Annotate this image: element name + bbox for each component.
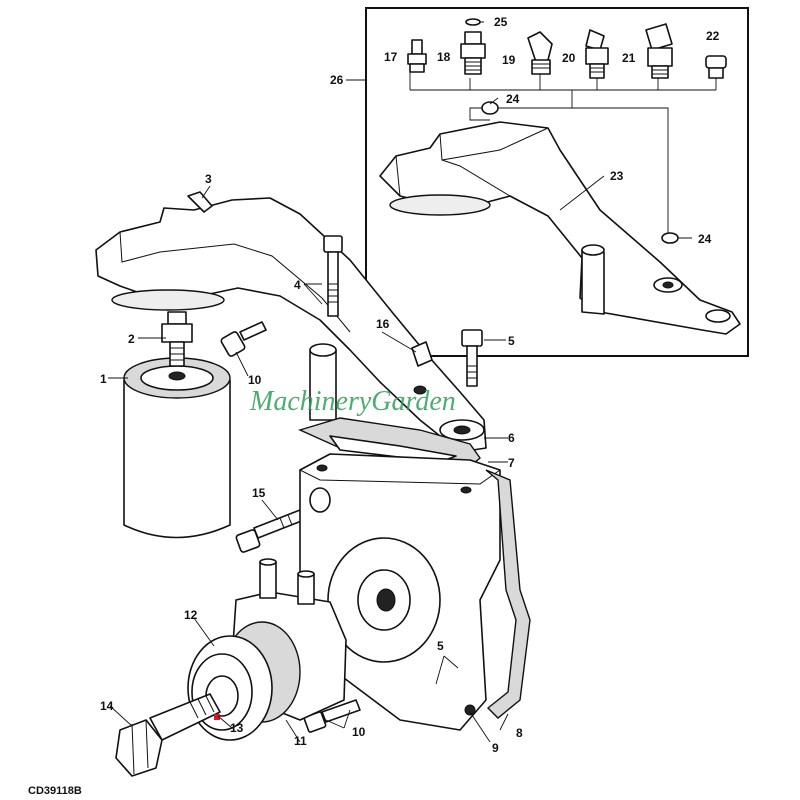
callout-labels: 1 2 3 4 5 10 16 6 7 15 5 8 9 10 11 12 13…	[100, 15, 720, 755]
callout-7: 7	[508, 456, 515, 470]
plug-3-icon	[187, 191, 213, 213]
bracket-23-icon	[379, 121, 741, 335]
callout-8: 8	[516, 726, 523, 740]
callout-26: 26	[330, 73, 344, 87]
callout-2: 2	[128, 332, 135, 346]
callout-23: 23	[610, 169, 624, 183]
callout-4: 4	[294, 278, 301, 292]
callout-22: 22	[706, 29, 720, 43]
fitting-20-icon	[585, 29, 609, 79]
callout-5-upper: 5	[508, 334, 515, 348]
callout-5-lower: 5	[437, 639, 444, 653]
figure-code: CD39118B	[28, 785, 82, 797]
callout-24-upper: 24	[506, 92, 520, 106]
fitting-21-icon	[645, 23, 673, 79]
callout-14: 14	[100, 699, 114, 713]
marker-dot	[214, 714, 220, 720]
callout-18: 18	[437, 50, 451, 64]
callout-13: 13	[230, 721, 244, 735]
bolt-15-icon	[235, 509, 305, 553]
watermark: MachineryGarden	[249, 386, 456, 417]
callout-24-lower: 24	[698, 232, 712, 246]
fitting-17-icon	[407, 39, 427, 73]
gasket-6	[298, 417, 481, 471]
callout-9: 9	[492, 741, 499, 755]
o-ring-24-icon	[481, 101, 499, 115]
elbow-fitting-19-icon	[527, 31, 553, 75]
bolt-10-lower-icon	[303, 699, 361, 733]
callout-3: 3	[205, 172, 212, 186]
adapter-fitting	[161, 311, 193, 367]
callout-25: 25	[494, 15, 508, 29]
bolt-4-icon	[323, 235, 343, 317]
mounting-bracket	[95, 197, 487, 453]
callout-12: 12	[184, 608, 198, 622]
o-ring-24b-icon	[661, 232, 679, 244]
oil-filter	[123, 357, 231, 539]
gasket-8	[485, 469, 531, 719]
callout-10-lower: 10	[352, 725, 366, 739]
callout-16: 16	[376, 317, 390, 331]
inset-kit-box	[346, 7, 749, 357]
spring-13	[149, 693, 221, 741]
callout-17: 17	[384, 50, 398, 64]
leader-lines	[108, 185, 509, 743]
bolt-5-upper-icon	[461, 329, 483, 387]
fitting-16-icon	[411, 341, 433, 367]
callout-15: 15	[252, 486, 266, 500]
callout-10-upper: 10	[248, 373, 262, 387]
plug-14-icon	[115, 719, 163, 777]
fitting-18-icon	[460, 18, 486, 75]
callout-20: 20	[562, 51, 576, 65]
plug-22-icon	[705, 55, 727, 79]
callout-6: 6	[508, 431, 515, 445]
callout-21: 21	[622, 51, 636, 65]
bolt-10-upper-icon	[220, 321, 267, 357]
callout-19: 19	[502, 53, 516, 67]
callout-11: 11	[294, 734, 307, 748]
callout-1: 1	[100, 372, 107, 386]
